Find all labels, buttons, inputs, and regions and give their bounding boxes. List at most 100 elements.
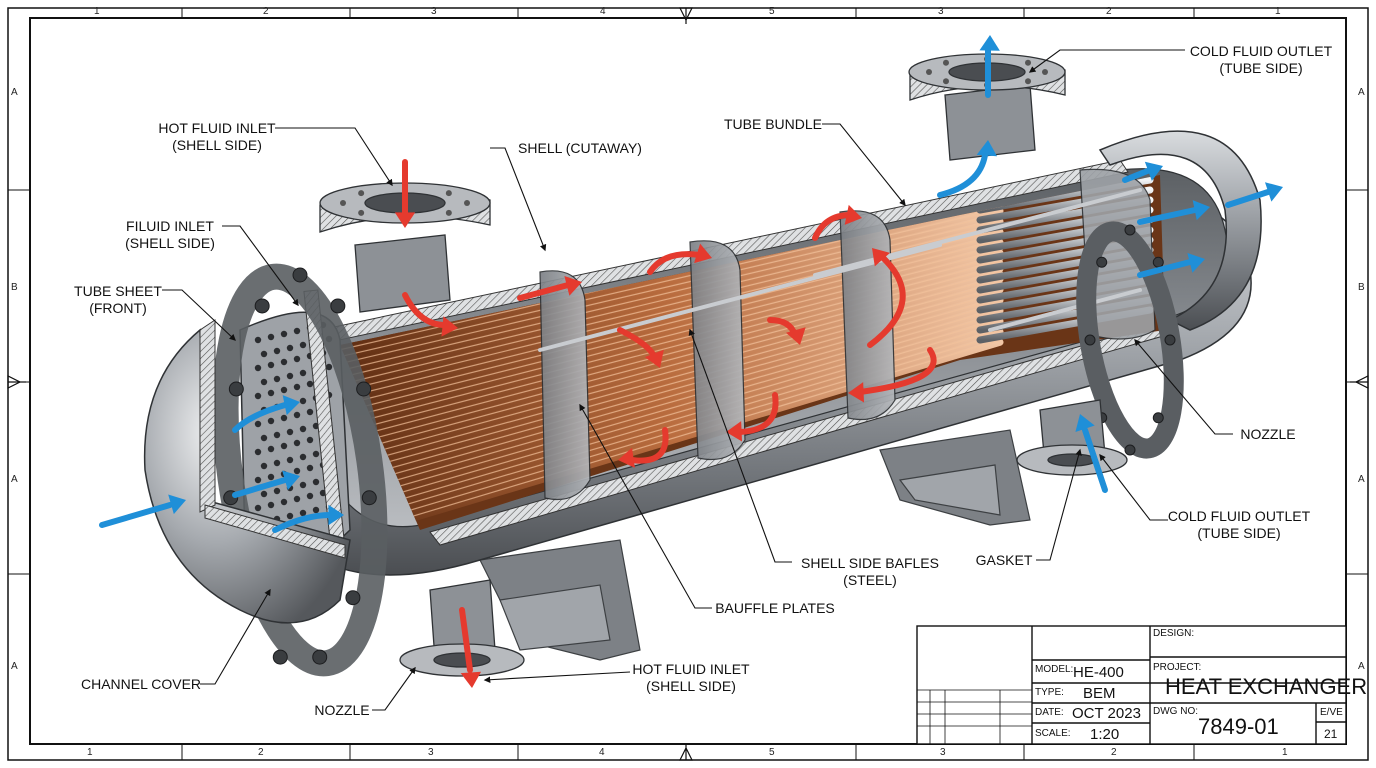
border-ref-top: 1 (1275, 6, 1281, 17)
rev-value: 21 (1324, 727, 1338, 741)
flange-bolt (312, 649, 328, 665)
nozzle-bolt (1025, 78, 1032, 85)
cold-flow-arrows (99, 35, 1283, 533)
border-ref-left: B (11, 282, 18, 293)
flange-bolt (254, 298, 270, 314)
border-ref-left: A (11, 87, 18, 98)
scale-value: 1:20 (1090, 726, 1120, 743)
tube-sheet-hole (312, 506, 320, 514)
cold-flow-arrow (99, 494, 186, 528)
cold-flow-arrow (1225, 182, 1283, 208)
nozzle-bolt (340, 200, 346, 206)
center-marks (7, 7, 1369, 761)
tube-sheet-hole (306, 492, 314, 500)
tube-sheet-hole (254, 336, 262, 344)
flange-bolt (345, 590, 361, 606)
leader-lines (162, 49, 1233, 711)
border-ref-bottom: 1 (1282, 747, 1288, 758)
inner-border (29, 17, 1347, 745)
tube-sheet-hole (299, 397, 307, 405)
tube-sheet-hole (299, 509, 307, 517)
tube-sheet-hole (312, 450, 320, 458)
cold-flow-arrow (1075, 414, 1108, 493)
nozzle-bolt (926, 69, 932, 75)
flange-bolt (1124, 444, 1136, 456)
border-ref-top: 2 (263, 6, 269, 17)
hot-flow-arrow (726, 392, 779, 442)
hot-flow-arrow (618, 427, 669, 468)
border-ref-right: B (1358, 282, 1365, 293)
hot-flow-arrow (647, 243, 712, 275)
nozzle-bolt (942, 59, 949, 66)
dwg-label: DWG NO: (1153, 706, 1198, 717)
tube-sheet-hole (267, 501, 275, 509)
hot-flow-arrow (394, 159, 416, 228)
tube-sheet-hole (306, 408, 314, 416)
nozzle-bolt (445, 209, 452, 216)
tube-sheet-hole (260, 462, 268, 470)
border-ref-top: 3 (938, 6, 944, 17)
tube-sheet-hole (286, 372, 294, 380)
nozzle-bolt (464, 200, 470, 206)
tube-sheet-hole (260, 490, 268, 498)
tube-sheet-hole (273, 375, 281, 383)
border-ref-top: 3 (431, 6, 437, 17)
front-flange (212, 263, 388, 677)
hot-flow-arrow (848, 347, 937, 403)
design-label: DESIGN: (1153, 628, 1195, 639)
cold-flow-arrow (979, 35, 1000, 98)
border-ref-bottom: 3 (940, 747, 946, 758)
tube-sheet-hole (280, 358, 288, 366)
hot-flow-arrow (867, 248, 906, 348)
label-channel-cover: CHANNEL COVER (80, 676, 202, 692)
tube-sheet-hole (273, 347, 281, 355)
dwg-value: 7849-01 (1198, 714, 1279, 739)
flange-bolt (1164, 334, 1176, 346)
hot-flow-arrow (459, 607, 482, 688)
hot-flow-arrow (617, 327, 664, 368)
tube-sheet-hole (293, 411, 301, 419)
tube-sheet-hole (260, 378, 268, 386)
label-hot-fluid-inlet-bottom: HOT FLUID INLET(SHELL SIDE) (632, 661, 750, 694)
label-fluid-inlet: FILUID INLET(SHELL SIDE) (125, 218, 215, 251)
border-ref-top: 1 (94, 6, 100, 17)
flange-bolt (1124, 224, 1136, 236)
flange-bolt (1152, 412, 1164, 424)
tube-sheet-hole (325, 363, 333, 371)
border-ref-top: 2 (1106, 6, 1112, 17)
date-value: OCT 2023 (1072, 705, 1141, 722)
rear-head (1098, 130, 1262, 331)
tube-sheet-hole (293, 495, 301, 503)
tube-sheet-hole (299, 453, 307, 461)
cold-flow-arrow (937, 140, 998, 198)
flange-bolt (228, 381, 244, 397)
flange-bolt (356, 381, 372, 397)
flange-bolt (292, 267, 308, 283)
model-label: MODEL: (1035, 664, 1074, 675)
tube-sheet-hole (306, 380, 314, 388)
tube-sheet-hole (293, 467, 301, 475)
tube-sheet-hole (254, 504, 262, 512)
tube-sheet-hole (312, 478, 320, 486)
tube-sheet-hole (293, 327, 301, 335)
tube-sheet-hole (254, 476, 262, 484)
tube-sheet-hole (293, 383, 301, 391)
tube-sheet-hole (299, 369, 307, 377)
border-ref-right: A (1358, 661, 1365, 672)
nozzle-bolt (1025, 59, 1032, 66)
tube-sheet-hole (299, 425, 307, 433)
cold-flow-arrow (272, 504, 344, 533)
tube-sheet-hole (286, 344, 294, 352)
hot-flow-arrow (402, 292, 458, 337)
flange-bolt (1084, 334, 1096, 346)
label-gasket: GASKET (975, 552, 1033, 568)
project-value: HEAT EXCHANGER (1165, 674, 1368, 699)
tube-sheet-hole (280, 414, 288, 422)
hot-flow-arrow (517, 275, 582, 301)
label-shell-cutaway: SHELL (CUTAWAY) (518, 140, 642, 156)
border-ref-top: 5 (769, 6, 775, 17)
border-ref-bottom: 4 (599, 747, 605, 758)
border-ref-bottom: 2 (1111, 747, 1117, 758)
tube-sheet-hole (267, 473, 275, 481)
